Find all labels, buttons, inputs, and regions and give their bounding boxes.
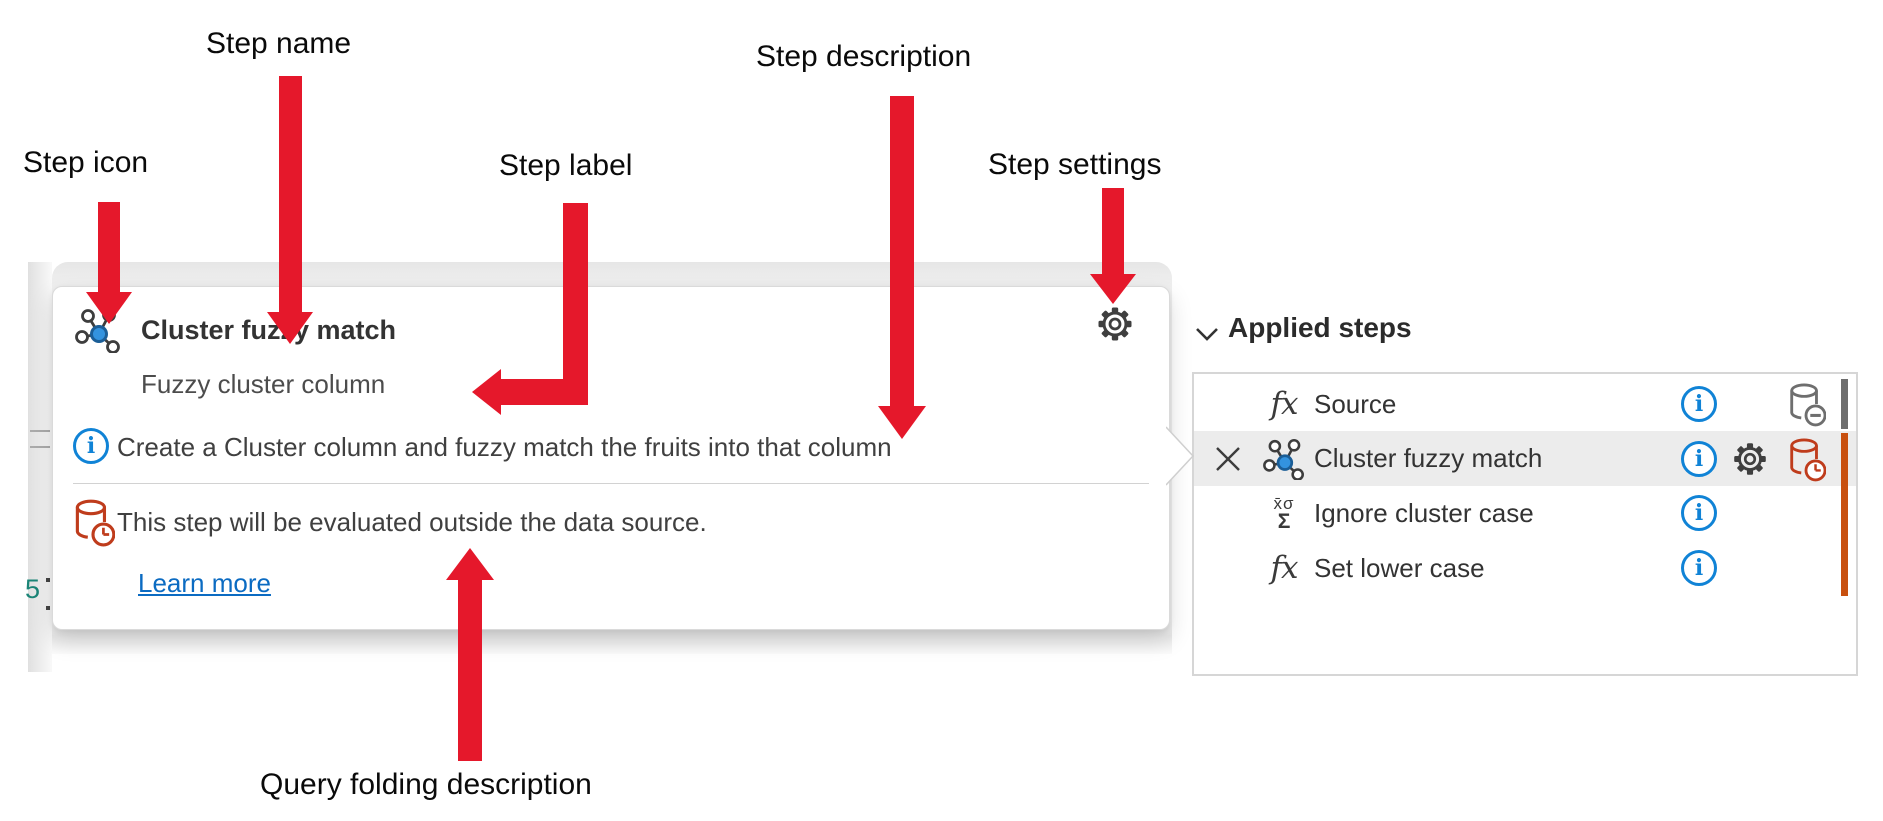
step-icon-arrowhead	[86, 292, 132, 324]
editor-bracket-dot	[46, 578, 50, 582]
annotation-step-settings: Step settings	[988, 148, 1162, 181]
step-icon-arrow	[98, 202, 120, 292]
tooltip-callout-pointer	[1165, 426, 1196, 493]
info-icon[interactable]: i	[1681, 550, 1717, 586]
step-description-arrowhead	[878, 406, 926, 439]
step-name-arrowhead	[267, 312, 313, 344]
query-folding-message: This step will be evaluated outside the …	[117, 507, 707, 537]
info-icon[interactable]: i	[1681, 386, 1717, 422]
editor-bracket-dot	[46, 606, 50, 610]
step-settings-gear-button[interactable]	[1091, 301, 1139, 349]
editor-tick-mark	[30, 430, 50, 432]
info-icon: i	[73, 428, 109, 464]
step-description-text: Create a Cluster column and fuzzy match …	[117, 432, 892, 462]
step-label-text: Fuzzy cluster column	[141, 369, 386, 399]
chevron-down-icon[interactable]	[1196, 328, 1218, 347]
database-clock-icon	[71, 497, 116, 552]
step-label-arrowhead	[472, 369, 501, 415]
annotation-step-description: Step description	[756, 40, 972, 73]
database-minus-icon	[1778, 381, 1834, 427]
gear-icon	[1092, 301, 1138, 350]
close-icon[interactable]	[1212, 443, 1244, 475]
annotation-step-icon: Step icon	[23, 146, 149, 179]
step-row-cluster-fuzzy-match[interactable]: Cluster fuzzy match i	[1194, 431, 1856, 486]
step-tooltip-card: Cluster fuzzy match	[52, 286, 1170, 630]
applied-steps-header: Applied steps	[1228, 312, 1412, 343]
step-row-label: Source	[1314, 388, 1397, 419]
learn-more-link[interactable]: Learn more	[138, 568, 271, 598]
info-icon[interactable]: i	[1681, 495, 1717, 531]
annotation-step-label: Step label	[499, 149, 633, 182]
sigma-statistics-icon: x̄σ Σ	[1273, 493, 1295, 533]
info-icon[interactable]: i	[1681, 440, 1717, 477]
applied-steps-panel	[1192, 372, 1858, 676]
step-row-set-lower-case[interactable]: fx Set lower case i	[1194, 541, 1856, 595]
fx-icon: fx	[1270, 386, 1299, 422]
annotation-query-folding-description: Query folding description	[260, 768, 592, 801]
gear-icon[interactable]	[1728, 437, 1772, 481]
step-row-source[interactable]: fx Source i	[1194, 377, 1856, 431]
cluster-fuzzy-match-icon	[1254, 438, 1314, 480]
step-row-label: Cluster fuzzy match	[1314, 443, 1543, 473]
editor-line-number: 5	[25, 574, 41, 604]
step-settings-arrow	[1102, 188, 1124, 274]
editor-edge-strip	[28, 262, 52, 672]
query-folding-arrowhead	[446, 548, 494, 580]
step-row-label: Set lower case	[1314, 552, 1485, 583]
step-row-label: Ignore cluster case	[1314, 497, 1534, 528]
tooltip-divider	[73, 483, 1149, 484]
folding-indicator-bar-orange	[1841, 433, 1848, 596]
database-clock-icon	[1778, 436, 1834, 482]
annotation-step-name: Step name	[206, 27, 352, 60]
step-label-arrow-vertical	[563, 203, 588, 405]
query-folding-arrow	[458, 579, 482, 761]
fx-icon: fx	[1270, 550, 1299, 586]
step-label-arrow-horizontal	[501, 379, 588, 405]
step-name-arrow	[279, 76, 302, 312]
editor-tick-mark	[30, 446, 50, 448]
step-row-ignore-cluster-case[interactable]: x̄σ Σ Ignore cluster case i	[1194, 486, 1856, 540]
folding-indicator-bar-gray	[1841, 379, 1848, 429]
step-settings-arrowhead	[1090, 274, 1136, 304]
step-description-arrow	[890, 96, 914, 406]
